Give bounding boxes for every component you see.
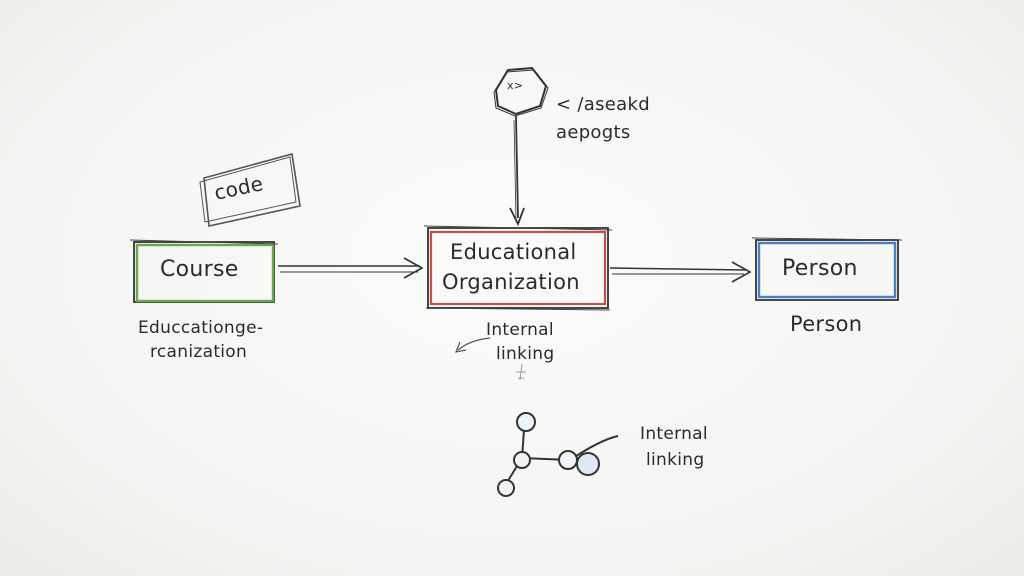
hexagon-icon-text: x> <box>507 79 524 92</box>
course-caption-line1: Educcationge- <box>138 318 264 338</box>
link-drop <box>516 363 526 381</box>
person-box <box>751 237 903 301</box>
hexagon-icon <box>493 66 549 117</box>
person-caption: Person <box>790 312 863 336</box>
course-caption-line2: rcanization <box>150 342 248 362</box>
center-linking-line2: linking <box>496 344 555 364</box>
top-note-line1: < /aseakd <box>556 94 650 115</box>
arrow-top-to-org <box>509 115 525 227</box>
network-icon <box>497 412 619 497</box>
right-linking-line2: linking <box>646 450 705 470</box>
top-note-line2: aepogts <box>556 122 631 143</box>
arrow-org-to-person <box>609 261 752 283</box>
center-linking-line1: Internal <box>486 320 554 340</box>
org-box <box>423 225 613 311</box>
person-label: Person <box>782 256 858 281</box>
course-label: Course <box>160 257 239 282</box>
course-box <box>129 239 279 303</box>
org-label-line2: Organization <box>442 270 580 294</box>
right-linking-line1: Internal <box>640 424 708 444</box>
org-label-line1: Educational <box>450 240 577 264</box>
linking-pointer <box>455 337 491 353</box>
code-tag-box <box>199 152 301 227</box>
arrow-course-to-org <box>278 257 424 279</box>
